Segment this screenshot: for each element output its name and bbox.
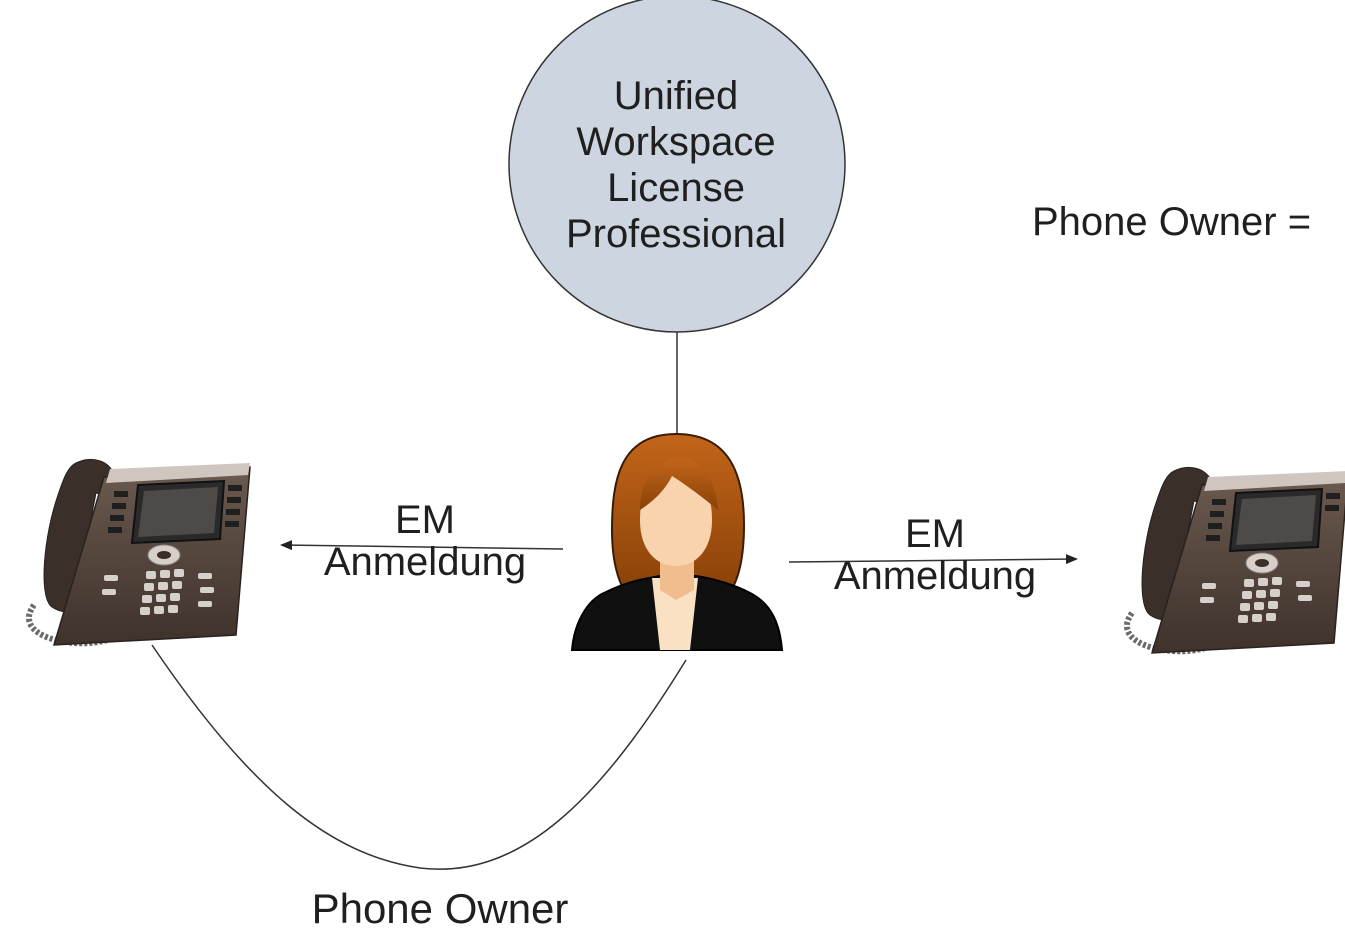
- left-arrow: [280, 540, 564, 551]
- em-login-right-label: EM Anmeldung: [800, 513, 1070, 597]
- desk-phone-icon: [1124, 467, 1345, 655]
- phone-owner-right-label: Phone Owner =: [1032, 200, 1312, 244]
- right-arrow: [788, 554, 1078, 565]
- license-line-1: Unified: [613, 74, 739, 118]
- desk-phone-icon: [26, 459, 251, 647]
- user-woman-icon: [570, 432, 784, 651]
- em-right-line-2: Anmeldung: [833, 554, 1037, 598]
- em-login-left-label: EM Anmeldung: [290, 499, 560, 583]
- phone-owner-label: Phone Owner: [311, 885, 569, 932]
- em-left-line-1: EM: [395, 498, 455, 542]
- license-line-2: Workspace: [576, 120, 776, 164]
- em-right-line-1: EM: [905, 512, 965, 556]
- license-line-4: Professional: [565, 212, 787, 256]
- license-line-3: License: [607, 166, 745, 210]
- owner-curve: [151, 644, 687, 870]
- em-left-line-2: Anmeldung: [323, 540, 527, 584]
- license-label: Unified Workspace License Professional: [520, 73, 832, 257]
